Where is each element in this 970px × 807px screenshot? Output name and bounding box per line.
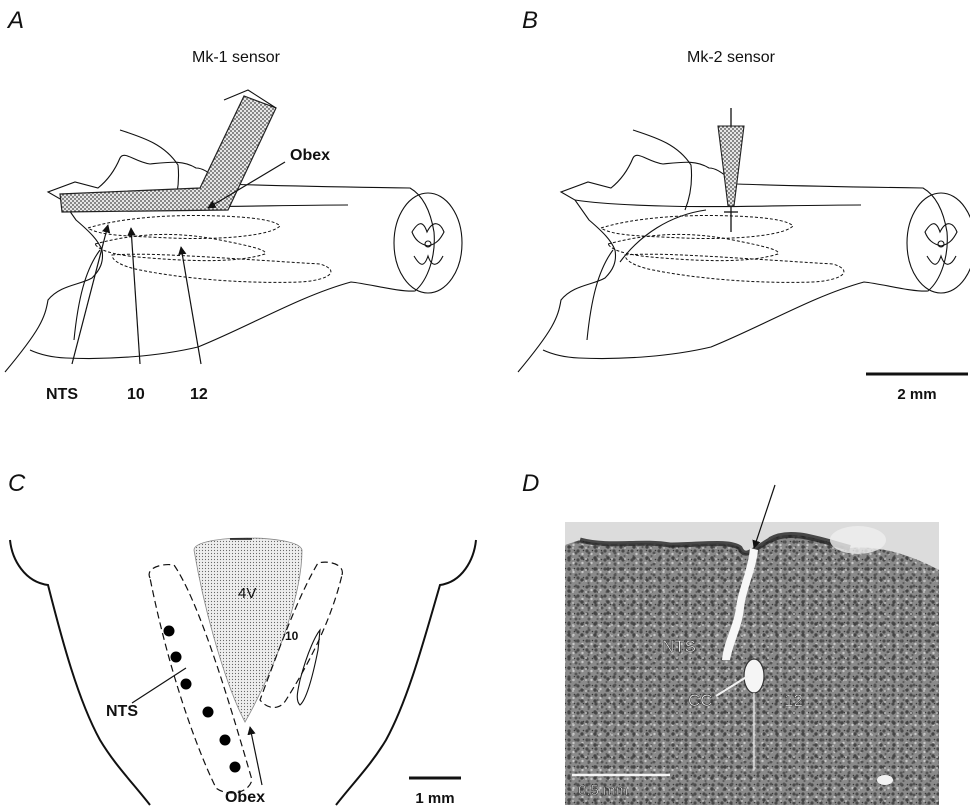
- cc-label-d: CC: [688, 691, 713, 710]
- scale-bar-b: 2 mm: [866, 374, 968, 403]
- obex-arrow-c: [250, 727, 262, 785]
- recording-site: [171, 652, 182, 663]
- scale-bar-c: 1 mm: [409, 778, 461, 807]
- scale-label-c: 1 mm: [415, 790, 454, 807]
- nts-label-c: NTS: [106, 703, 138, 720]
- panel-b: B Mk-2 sensor 2 mm: [518, 7, 970, 403]
- panel-d: D NTS CC 12 0.5 mm: [522, 470, 939, 805]
- panel-a-title: Mk-1 sensor: [192, 49, 281, 66]
- recording-site: [181, 679, 192, 690]
- obex-label-a: Obex: [290, 147, 330, 164]
- twelve-label-a: 12: [190, 386, 208, 403]
- panel-a-letter: A: [6, 7, 24, 34]
- panel-b-letter: B: [522, 7, 538, 34]
- ten-label-a: 10: [127, 386, 145, 403]
- histology-micrograph: [565, 522, 939, 805]
- vagal-nucleus-outline: [297, 630, 320, 705]
- recording-site: [164, 626, 175, 637]
- nts-label-a: NTS: [46, 386, 78, 403]
- panel-b-title: Mk-2 sensor: [687, 49, 776, 66]
- recording-site: [230, 762, 241, 773]
- ten-label-c: 10: [285, 629, 299, 643]
- sensor-probe-mk1: [60, 90, 276, 212]
- ten-arrow-a: [131, 228, 140, 364]
- panel-a: A Mk-1 sensor Obex NTS 10: [5, 7, 462, 403]
- nts-label-d: NTS: [662, 637, 696, 656]
- obex-label-c: Obex: [225, 789, 265, 806]
- scale-label-b: 2 mm: [897, 386, 936, 403]
- nuclei-outlines-a: [88, 216, 331, 283]
- twelve-arrow-a: [181, 247, 201, 364]
- panel-d-letter: D: [522, 470, 539, 497]
- twelve-label-d: 12: [784, 691, 803, 710]
- scale-label-d: 0.5 mm: [578, 782, 628, 799]
- spinal-cord-section-a: [394, 193, 462, 293]
- nts-arrow-a: [72, 225, 108, 364]
- recording-site: [220, 735, 231, 746]
- nts-pointer-c: [132, 668, 186, 703]
- panel-c-letter: C: [8, 470, 26, 497]
- panel-c: C 4V 10 NTS Obex 1 mm: [8, 470, 476, 807]
- nuclei-outlines-b: [601, 216, 844, 283]
- sensor-probe-mk2: [718, 108, 744, 232]
- recording-site: [203, 707, 214, 718]
- fourth-ventricle-label: 4V: [238, 585, 256, 602]
